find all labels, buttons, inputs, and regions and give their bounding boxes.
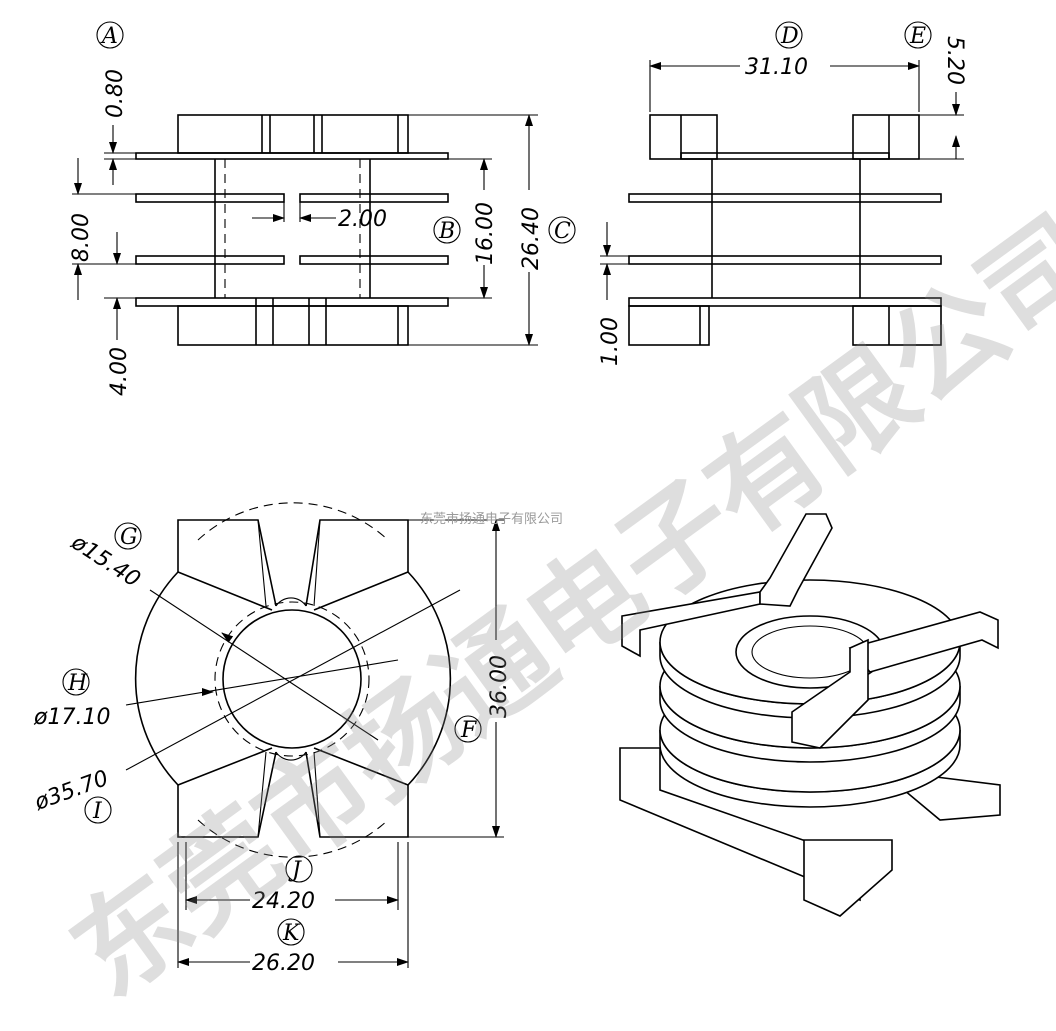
dim-1.00: 1.00 [598,317,623,366]
label-G: G [120,525,138,550]
dim-5.20: 5.20 [942,36,967,85]
label-J: J [288,858,302,883]
dim-16.00: 16.00 [473,202,498,265]
dim-8.00: 8.00 [69,213,94,262]
label-A: A [100,24,118,49]
label-K: K [282,921,301,946]
dim-phi-17.10: ø17.10 [33,705,110,730]
top-view [125,502,504,968]
label-F: F [460,718,477,743]
dim-26.20: 26.20 [252,951,315,976]
dimension-values: 0.80 8.00 4.00 2.00 16.00 26.40 31.10 5.… [31,36,967,976]
reference-labels: A B C D E F G H I J K [62,21,932,946]
label-E: E [909,24,926,49]
front-view [72,114,538,346]
label-H: H [67,671,88,696]
dim-24.20: 24.20 [252,889,315,914]
dim-31.10: 31.10 [745,55,808,80]
dim-4.00: 4.00 [107,347,132,396]
dim-0.80: 0.80 [103,69,128,118]
label-D: D [780,24,799,49]
side-view [600,60,964,346]
dim-36.00: 36.00 [487,655,512,718]
label-I: I [92,799,103,824]
isometric-view [619,513,1001,917]
dim-2.00: 2.00 [338,207,387,232]
dim-26.40: 26.40 [519,207,544,270]
label-C: C [554,219,571,244]
label-B: B [438,219,455,244]
watermark-small: 东莞市扬通电子有限公司 [420,511,563,527]
